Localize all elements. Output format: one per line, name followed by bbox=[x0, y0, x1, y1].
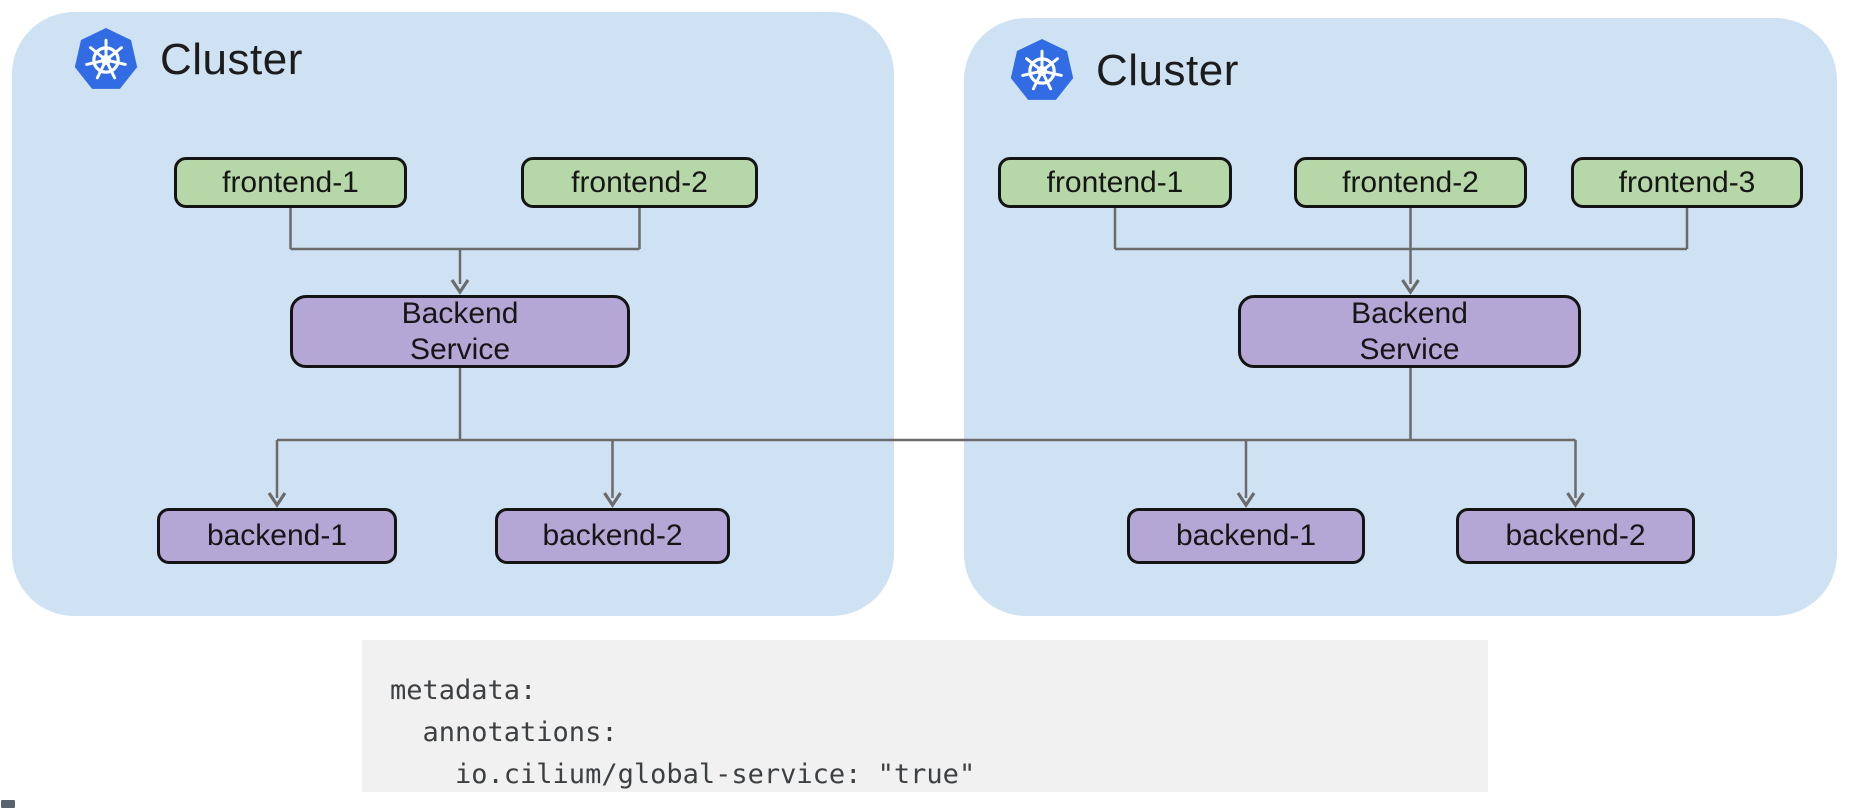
node-label: backend-2 bbox=[542, 519, 683, 552]
code-line-global-service: io.cilium/global-service: "true" bbox=[390, 759, 976, 790]
node-label: backend-1 bbox=[1175, 519, 1317, 552]
cluster-right-header: Cluster bbox=[1010, 36, 1239, 106]
node-label-line1: Backend bbox=[401, 296, 519, 330]
node-label-line2: Service bbox=[409, 332, 511, 366]
code-line-metadata: metadata: bbox=[390, 675, 537, 706]
node-label: backend-2 bbox=[1505, 519, 1646, 552]
node-left-backend-service: Backend Service bbox=[290, 295, 630, 368]
node-label: frontend-2 bbox=[1342, 165, 1479, 199]
node-left-backend-2: backend-2 bbox=[495, 508, 730, 564]
corner-artifact bbox=[1, 800, 15, 808]
cluster-left-header: Cluster bbox=[74, 25, 303, 95]
node-right-frontend-3: frontend-3 bbox=[1571, 157, 1803, 208]
code-line-annotations: annotations: bbox=[390, 717, 618, 748]
yaml-code-block: metadata: annotations: io.cilium/global-… bbox=[362, 640, 1488, 792]
kubernetes-icon bbox=[74, 28, 138, 89]
node-label: backend-1 bbox=[206, 519, 348, 552]
node-right-frontend-1: frontend-1 bbox=[998, 157, 1232, 208]
node-right-backend-2: backend-2 bbox=[1456, 508, 1695, 564]
cluster-right-title: Cluster bbox=[1096, 46, 1239, 95]
node-label-line2: Service bbox=[1359, 332, 1460, 366]
node-label: frontend-3 bbox=[1618, 165, 1756, 199]
cluster-left-title: Cluster bbox=[160, 35, 303, 84]
node-left-backend-1: backend-1 bbox=[157, 508, 397, 564]
node-left-frontend-1: frontend-1 bbox=[174, 157, 407, 208]
node-label: frontend-2 bbox=[571, 165, 708, 199]
kubernetes-icon bbox=[1010, 39, 1074, 100]
node-right-backend-service: Backend Service bbox=[1238, 295, 1581, 368]
node-label-line1: Backend bbox=[1351, 296, 1468, 330]
node-label: frontend-1 bbox=[1046, 165, 1184, 199]
node-right-frontend-2: frontend-2 bbox=[1294, 157, 1527, 208]
node-right-backend-1: backend-1 bbox=[1127, 508, 1365, 564]
node-left-frontend-2: frontend-2 bbox=[521, 157, 758, 208]
node-label: frontend-1 bbox=[222, 165, 359, 199]
